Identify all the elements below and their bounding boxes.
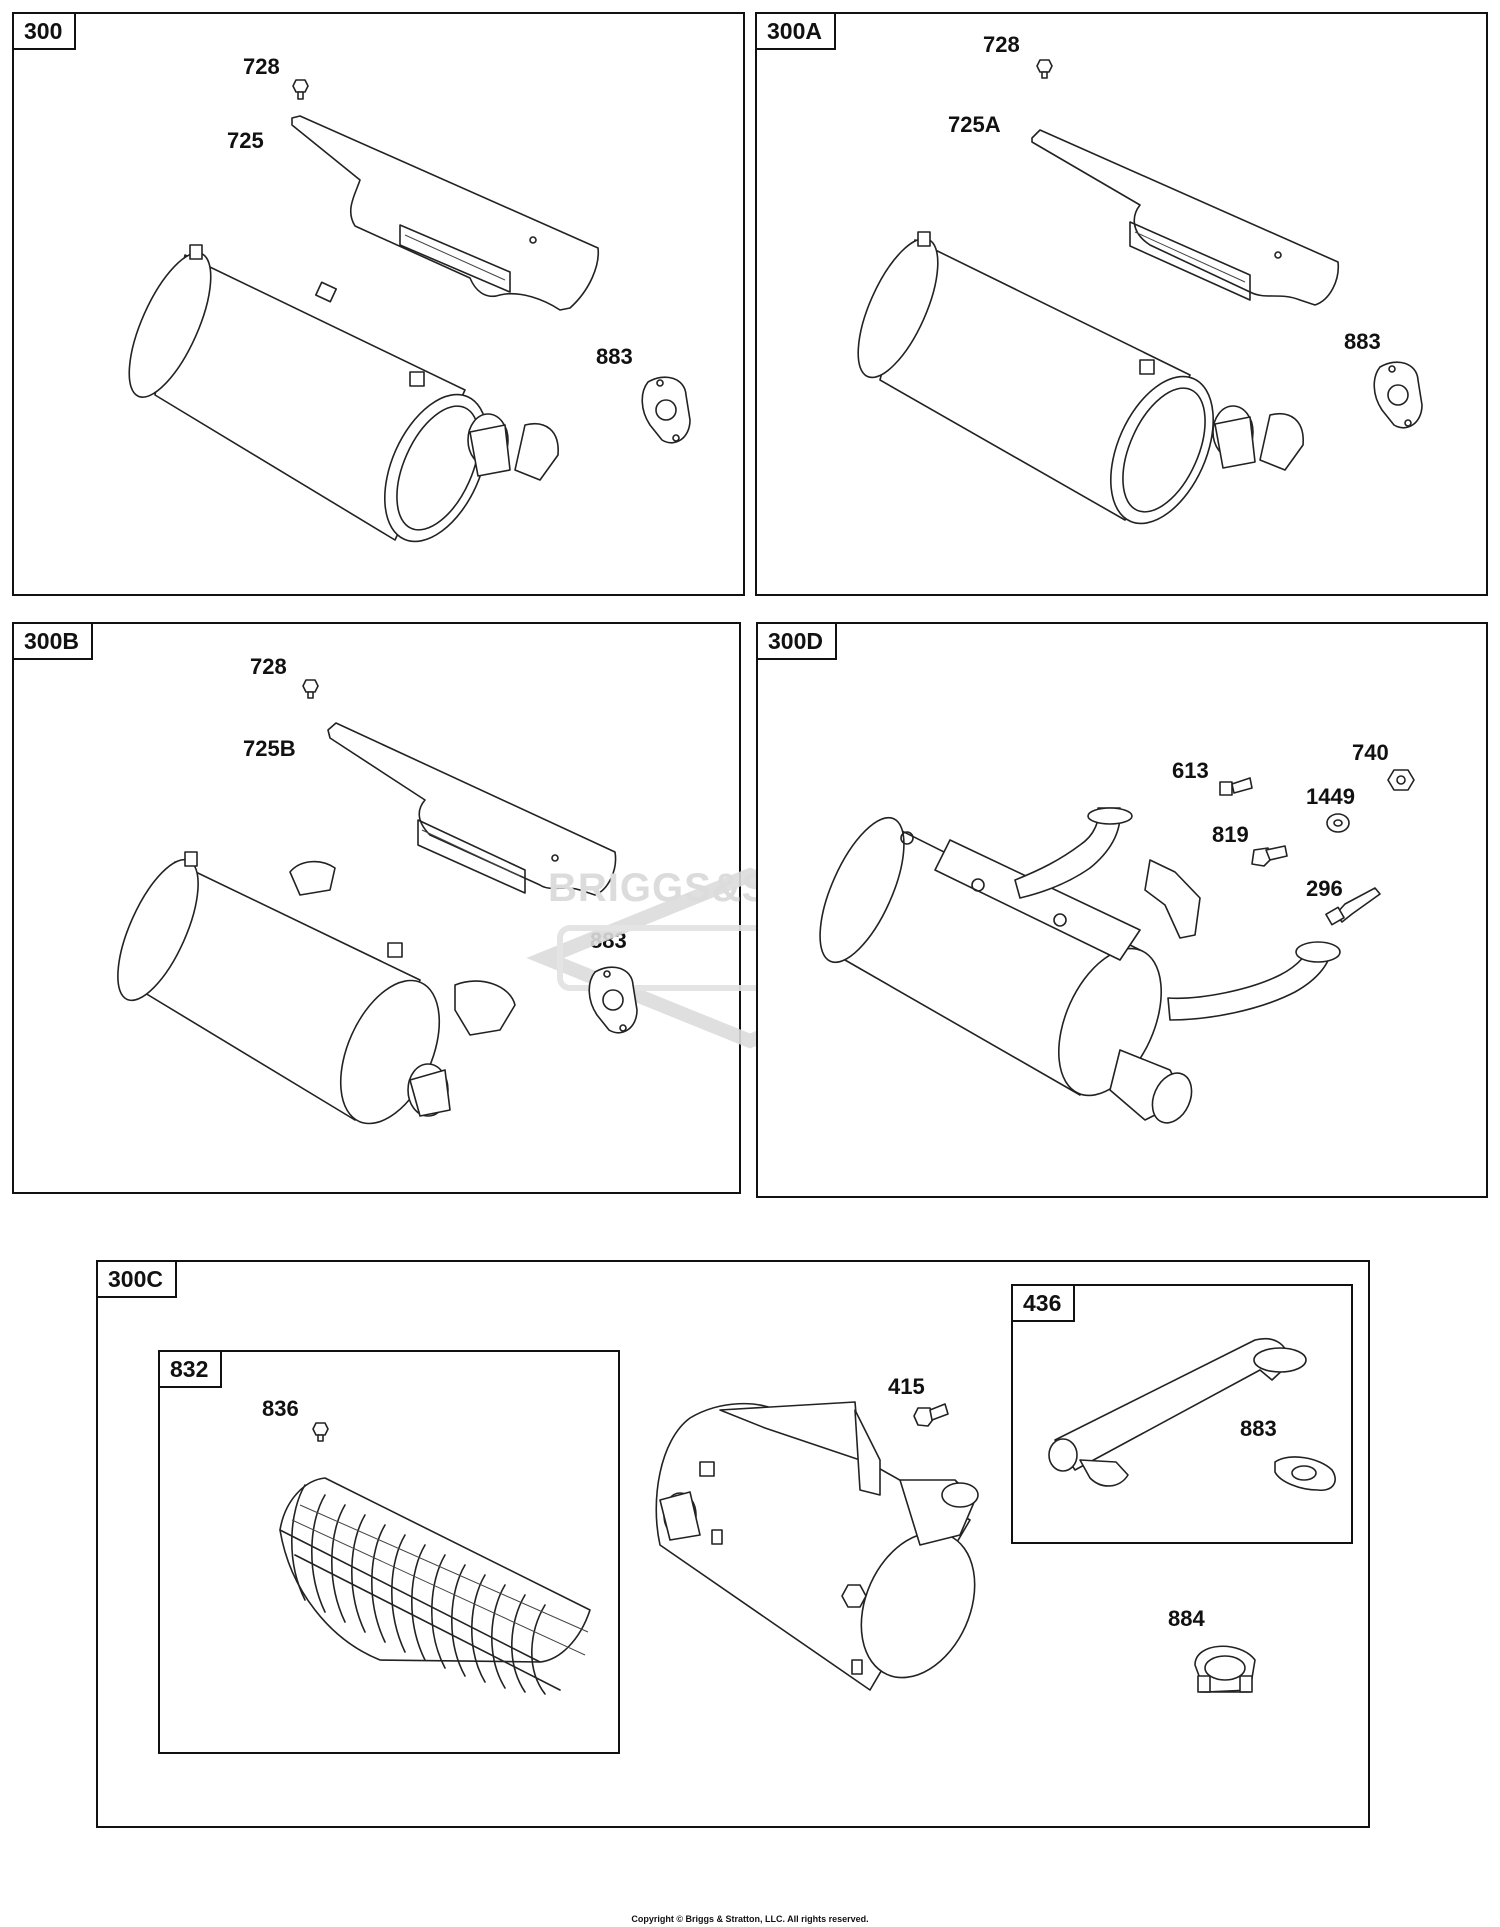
callout-415: 415 (888, 1374, 925, 1399)
screw-836-icon (312, 1422, 329, 1442)
bolt-819-icon (1251, 845, 1288, 867)
screw-728-icon (302, 679, 319, 699)
callout-836: 836 (262, 1396, 299, 1421)
callout-613: 613 (1172, 758, 1209, 783)
panel-436: 436 (1011, 1284, 1353, 1544)
callout-728: 728 (250, 654, 287, 679)
panel-tag: 300 (14, 14, 77, 50)
sensor-296-icon (1325, 887, 1381, 926)
heat-shield-725-icon (291, 115, 600, 311)
heat-shield-725A-icon (1031, 129, 1340, 306)
muffler-body-icon (819, 807, 1341, 1124)
panel-tag: 832 (160, 1352, 223, 1388)
screw-728-icon (1036, 59, 1053, 79)
callout-740: 740 (1352, 740, 1389, 765)
bolt-415-icon (913, 1403, 949, 1427)
gasket-883-icon (1274, 1456, 1336, 1492)
callout-884: 884 (1168, 1606, 1205, 1631)
muffler-body-icon (128, 244, 559, 543)
exhaust-pipe-436-icon (1048, 1338, 1307, 1487)
clamp-884-icon (1194, 1645, 1256, 1693)
callout-883: 883 (1240, 1416, 1277, 1441)
muffler-body-icon (857, 231, 1304, 525)
callout-725A: 725A (948, 112, 1001, 137)
gasket-883-icon (1373, 361, 1423, 429)
panel-tag: 300C (98, 1262, 177, 1298)
guard-832-icon (279, 1477, 591, 1695)
callout-883: 883 (1344, 329, 1381, 354)
callout-296: 296 (1306, 876, 1343, 901)
panel-tag: 300D (758, 624, 837, 660)
muffler-body-icon (117, 851, 516, 1125)
gasket-883-icon (641, 376, 691, 444)
muffler-body-icon (655, 1401, 979, 1691)
gasket-883-icon (588, 966, 638, 1034)
screw-728-icon (292, 79, 309, 100)
panel-tag: 436 (1013, 1286, 1076, 1322)
nut-740-icon (1387, 769, 1415, 791)
copyright-notice: Copyright © Briggs & Stratton, LLC. All … (631, 1914, 869, 1924)
callout-1449: 1449 (1306, 784, 1355, 809)
bolt-613-icon (1219, 777, 1253, 796)
panel-tag: 300A (757, 14, 836, 50)
panel-tag: 300B (14, 624, 93, 660)
callout-883: 883 (596, 344, 633, 369)
washer-1449-icon (1326, 813, 1350, 833)
callout-725: 725 (227, 128, 264, 153)
callout-728: 728 (983, 32, 1020, 57)
heat-shield-725B-icon (327, 722, 617, 896)
callout-819: 819 (1212, 822, 1249, 847)
callout-728: 728 (243, 54, 280, 79)
callout-725B: 725B (243, 736, 296, 761)
